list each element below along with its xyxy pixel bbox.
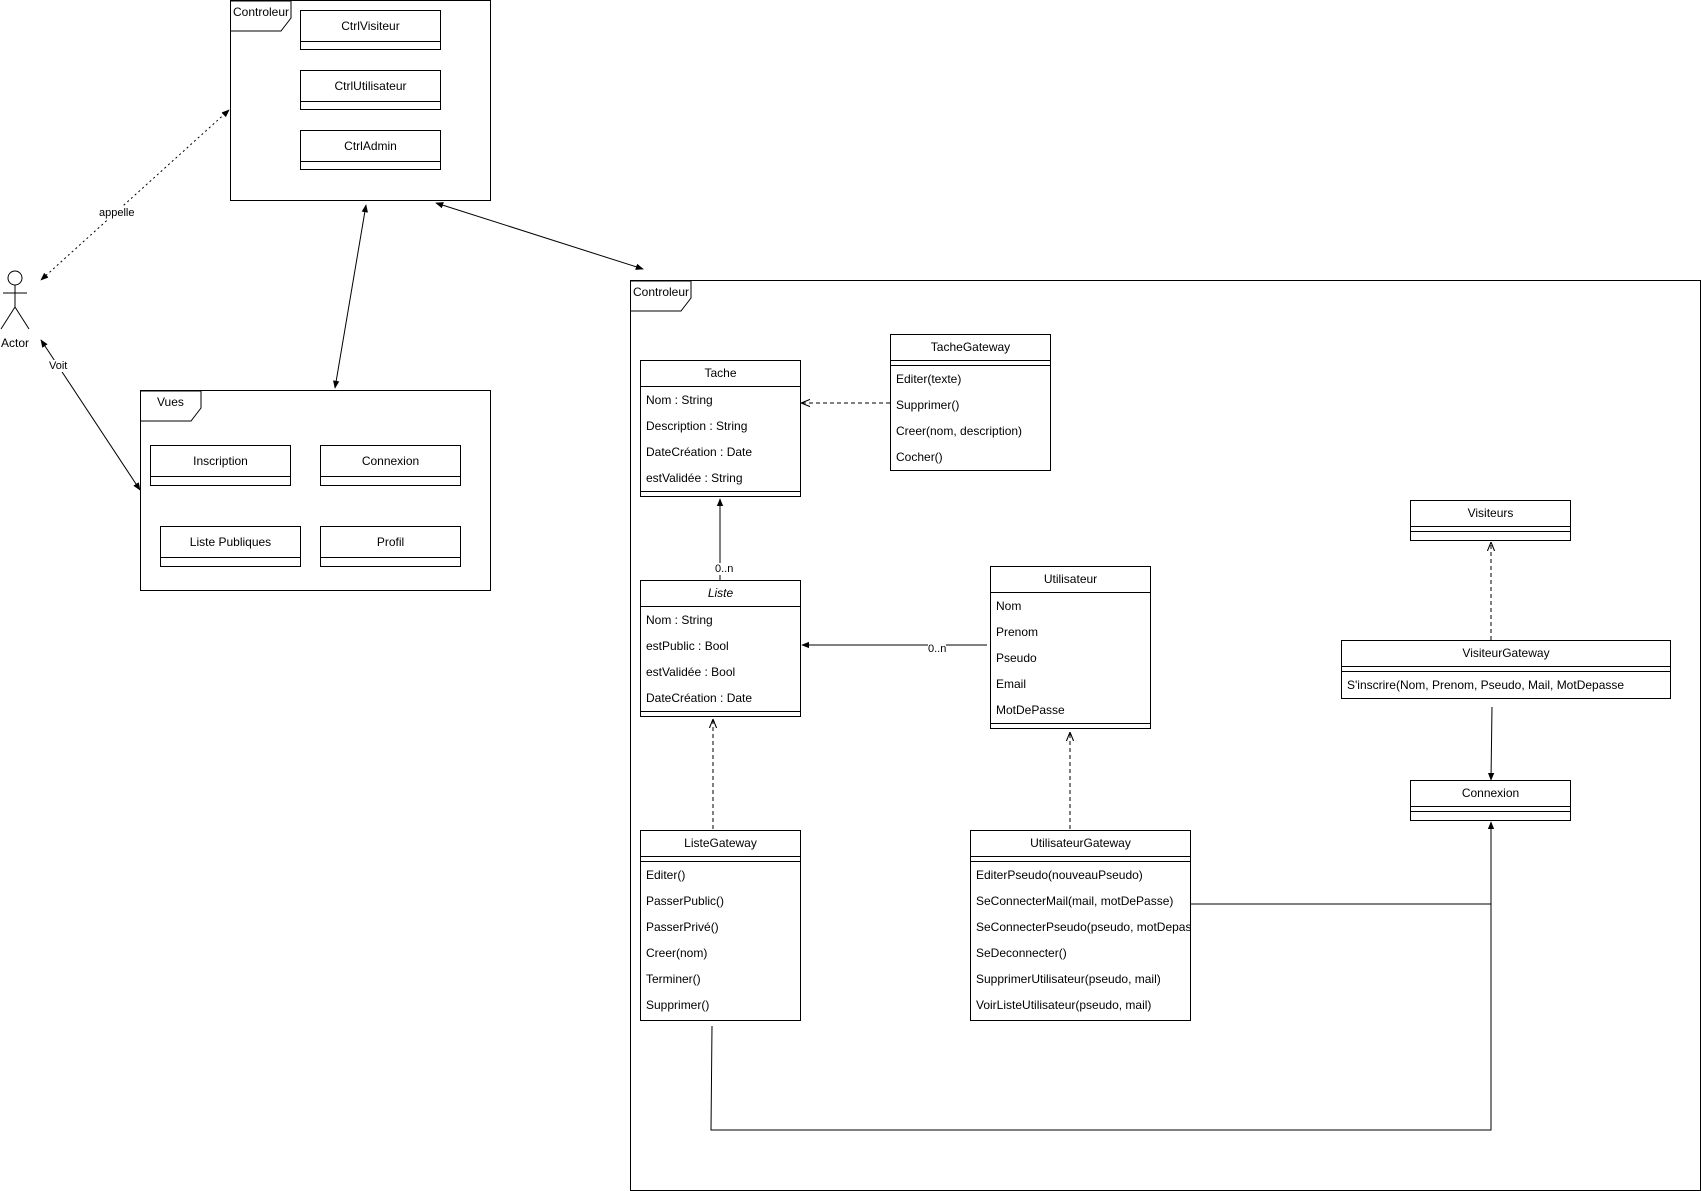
- class-tache-gateway[interactable]: TacheGateway Editer(texte) Supprimer() C…: [890, 334, 1051, 471]
- class-attribute: Nom : String: [646, 613, 713, 627]
- class-attribute: DateCréation : Date: [646, 691, 753, 705]
- class-name: UtilisateurGateway: [971, 831, 1190, 857]
- package-vues[interactable]: Vues: [140, 390, 491, 591]
- class-ctrl-admin[interactable]: CtrlAdmin: [300, 130, 441, 170]
- class-name: Utilisateur: [991, 567, 1150, 593]
- class-name: Profil: [321, 527, 460, 558]
- package-label: Controleur: [233, 5, 290, 19]
- class-attribute: Pseudo: [996, 651, 1037, 665]
- pkg-tab-controleur-top: [231, 0, 292, 32]
- class-attribute: Description : String: [646, 419, 748, 433]
- relation-label-voit: Voit: [49, 360, 68, 372]
- view-profil[interactable]: Profil: [320, 526, 461, 567]
- view-connexion[interactable]: Connexion: [320, 445, 461, 486]
- class-name: Inscription: [151, 446, 290, 477]
- edge-visiteurgateway-connexion: [1487, 706, 1495, 781]
- class-method: Terminer(): [646, 972, 701, 986]
- class-liste[interactable]: Liste Nom : String estPublic : Bool estV…: [640, 580, 801, 717]
- class-tache[interactable]: Tache Nom : String Description : String …: [640, 360, 801, 497]
- actor-figure: [0, 270, 30, 330]
- edge-controleur-controleur: [435, 202, 644, 270]
- class-method: SeDeconnecter(): [976, 946, 1067, 960]
- class-method: EditerPseudo(nouveauPseudo): [976, 868, 1143, 882]
- class-attribute: Prenom: [996, 625, 1039, 639]
- pkg-tab-vues: [141, 390, 202, 422]
- relation-label-appelle: appelle: [99, 207, 135, 219]
- class-ctrl-utilisateur[interactable]: CtrlUtilisateur: [300, 70, 441, 110]
- class-attribute: estValidée : String: [646, 471, 743, 485]
- class-attribute: DateCréation : Date: [646, 445, 753, 459]
- edge-controleur-vues: [333, 204, 368, 389]
- edge-actor-controleur: [40, 109, 230, 281]
- class-divider: [991, 723, 1150, 728]
- package-label: Controleur: [633, 285, 690, 299]
- class-divider: [1411, 527, 1570, 532]
- class-method: PasserPrivé(): [646, 920, 719, 934]
- class-attribute: Nom : String: [646, 393, 713, 407]
- class-name: VisiteurGateway: [1342, 641, 1670, 667]
- class-name: CtrlAdmin: [301, 131, 440, 162]
- class-utilisateur-gateway[interactable]: UtilisateurGateway EditerPseudo(nouveauP…: [970, 830, 1191, 1021]
- class-method: Cocher(): [896, 450, 943, 464]
- class-utilisateur[interactable]: Utilisateur Nom Prenom Pseudo Email MotD…: [990, 566, 1151, 729]
- class-divider: [1411, 807, 1570, 812]
- class-name: TacheGateway: [891, 335, 1050, 361]
- class-attribute: Email: [996, 677, 1027, 691]
- class-ctrl-visiteur[interactable]: CtrlVisiteur: [300, 10, 441, 50]
- class-name: Liste Publiques: [161, 527, 300, 558]
- class-liste-gateway[interactable]: ListeGateway Editer() PasserPublic() Pas…: [640, 830, 801, 1021]
- package-controleur-top[interactable]: Controleur: [230, 0, 491, 201]
- class-name: ListeGateway: [641, 831, 800, 857]
- class-visiteur-gateway[interactable]: VisiteurGateway S'inscrire(Nom, Prenom, …: [1341, 640, 1671, 699]
- class-method: Creer(nom): [646, 946, 708, 960]
- class-attribute: estPublic : Bool: [646, 639, 729, 653]
- actor-label: Actor: [1, 336, 30, 350]
- pkg-tab-controleur-main: [631, 280, 692, 312]
- class-method: Supprimer(): [646, 998, 710, 1012]
- class-name: Visiteurs: [1411, 501, 1570, 527]
- class-connexion[interactable]: Connexion: [1410, 780, 1571, 821]
- class-divider: [971, 857, 1190, 862]
- class-divider: [641, 857, 800, 862]
- class-method: SeConnecterMail(mail, motDePasse): [976, 894, 1174, 908]
- class-divider: [891, 361, 1050, 366]
- class-method: Supprimer(): [896, 398, 960, 412]
- class-name: CtrlUtilisateur: [301, 71, 440, 102]
- class-attribute: estValidée : Bool: [646, 665, 736, 679]
- class-name: Liste: [641, 581, 800, 607]
- class-method: PasserPublic(): [646, 894, 725, 908]
- class-name: Tache: [641, 361, 800, 387]
- class-method: SeConnecterPseudo(pseudo, motDepasse): [976, 920, 1190, 934]
- class-method: Editer(): [646, 868, 686, 882]
- class-attribute: MotDePasse: [996, 703, 1065, 717]
- package-label: Vues: [157, 395, 184, 409]
- class-method: SupprimerUtilisateur(pseudo, mail): [976, 972, 1161, 986]
- class-method: Editer(texte): [896, 372, 962, 386]
- class-name: Connexion: [1411, 781, 1570, 807]
- class-name: CtrlVisiteur: [301, 11, 440, 42]
- multiplicity-liste-tache: 0..n: [715, 563, 734, 575]
- class-method: VoirListeUtilisateur(pseudo, mail): [976, 998, 1152, 1012]
- class-divider: [641, 491, 800, 496]
- class-divider: [1342, 667, 1670, 672]
- class-method: Creer(nom, description): [896, 424, 1023, 438]
- class-method: S'inscrire(Nom, Prenom, Pseudo, Mail, Mo…: [1347, 678, 1625, 692]
- view-liste-publiques[interactable]: Liste Publiques: [160, 526, 301, 567]
- edge-listegateway-connexion: [710, 904, 1492, 1131]
- view-inscription[interactable]: Inscription: [150, 445, 291, 486]
- class-name: Connexion: [321, 446, 460, 477]
- class-divider: [641, 711, 800, 716]
- class-attribute: Nom: [996, 599, 1022, 613]
- class-visiteurs[interactable]: Visiteurs: [1410, 500, 1571, 541]
- multiplicity-utilisateur-liste: 0..n: [928, 643, 947, 655]
